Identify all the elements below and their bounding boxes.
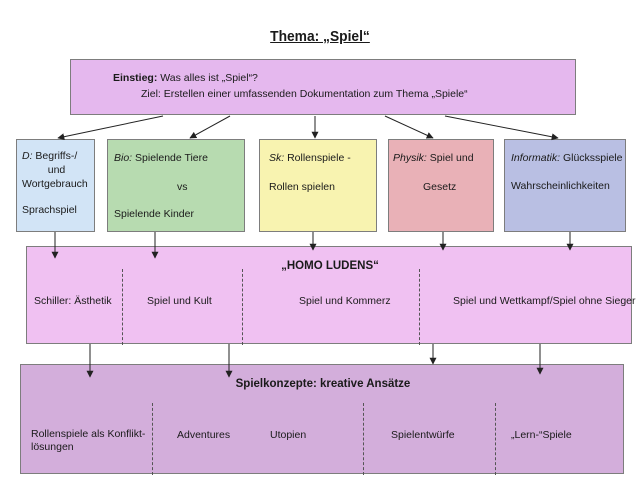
subject-line: Begriffs-/ <box>35 150 78 162</box>
subject-line: Spiel und <box>429 152 474 164</box>
subject-box-informatik: Informatik: Glücksspiele Wahrscheinlichk… <box>504 139 626 232</box>
column-divider <box>495 403 496 475</box>
subject-box-physik: Physik: Spiel und Gesetz <box>388 139 494 232</box>
subject-box-deutsch: D: Begriffs-/ und Wortgebrauch Sprachspi… <box>16 139 95 232</box>
einstieg-goal: Ziel: Erstellen einer umfassenden Dokume… <box>141 88 468 100</box>
subject-line: Sprachspiel <box>22 204 77 216</box>
einstieg-box: Einstieg: Was alles ist „Spiel“? Ziel: E… <box>70 59 576 115</box>
homo-ludens-title: „HOMO LUDENS“ <box>281 260 379 272</box>
subject-line: Rollenspiele - <box>287 152 351 164</box>
homo-ludens-item: Schiller: Ästhetik <box>34 295 112 307</box>
homo-ludens-item: Spiel und Kult <box>147 295 212 307</box>
spielkonzepte-item: Spielentwürfe <box>391 429 455 441</box>
subject-line: Glücksspiele <box>562 152 623 164</box>
homo-ludens-box: „HOMO LUDENS“ Schiller: Ästhetik Spiel u… <box>26 246 636 345</box>
subject-abbr: Informatik: <box>511 152 561 164</box>
arrow <box>57 115 164 141</box>
spielkonzepte-item: „Lern-“Spiele <box>511 429 572 441</box>
spielkonzepte-item: Rollenspiele als Konflikt- <box>31 428 146 440</box>
column-divider <box>242 269 243 345</box>
column-divider <box>122 269 123 345</box>
homo-ludens-item: Spiel und Kommerz <box>299 295 391 307</box>
subject-line: Spielende Kinder <box>114 208 194 220</box>
subject-abbr: Sk: <box>269 152 285 164</box>
spielkonzepte-item: lösungen <box>31 441 74 453</box>
spielkonzepte-title: Spielkonzepte: kreative Ansätze <box>235 378 411 390</box>
spielkonzepte-box: Spielkonzepte: kreative Ansätze Rollensp… <box>20 364 624 475</box>
subject-box-bio: Bio: Spielende Tiere vs Spielende Kinder <box>107 139 245 232</box>
homo-ludens-item: Spiel und Wettkampf/Spiel ohne Sieger <box>453 295 636 307</box>
arrow <box>189 115 231 139</box>
subject-line: vs <box>177 181 188 193</box>
column-divider <box>363 403 364 475</box>
page-title: Thema: „Spiel“ <box>270 28 370 45</box>
subject-line: und <box>47 164 66 176</box>
arrow <box>444 115 559 141</box>
arrow <box>384 115 434 139</box>
subject-box-sk: Sk: Rollenspiele - Rollen spielen <box>259 139 377 232</box>
subject-abbr: D: <box>22 150 33 162</box>
subject-line: Wortgebrauch <box>22 178 88 190</box>
column-divider <box>419 269 420 345</box>
spielkonzepte-item: Adventures <box>177 429 231 441</box>
subject-abbr: Physik: <box>393 152 427 164</box>
column-divider <box>152 403 153 475</box>
subject-line: Gesetz <box>423 181 457 193</box>
subject-line: Rollen spielen <box>269 181 335 193</box>
einstieg-question: Was alles ist „Spiel“? <box>157 72 258 84</box>
spielkonzepte-item: Utopien <box>270 429 307 441</box>
subject-line: Wahrscheinlichkeiten <box>511 180 610 192</box>
einstieg-label: Einstieg: <box>113 72 158 84</box>
subject-line: Spielende Tiere <box>135 152 208 164</box>
subject-abbr: Bio: <box>114 152 133 164</box>
